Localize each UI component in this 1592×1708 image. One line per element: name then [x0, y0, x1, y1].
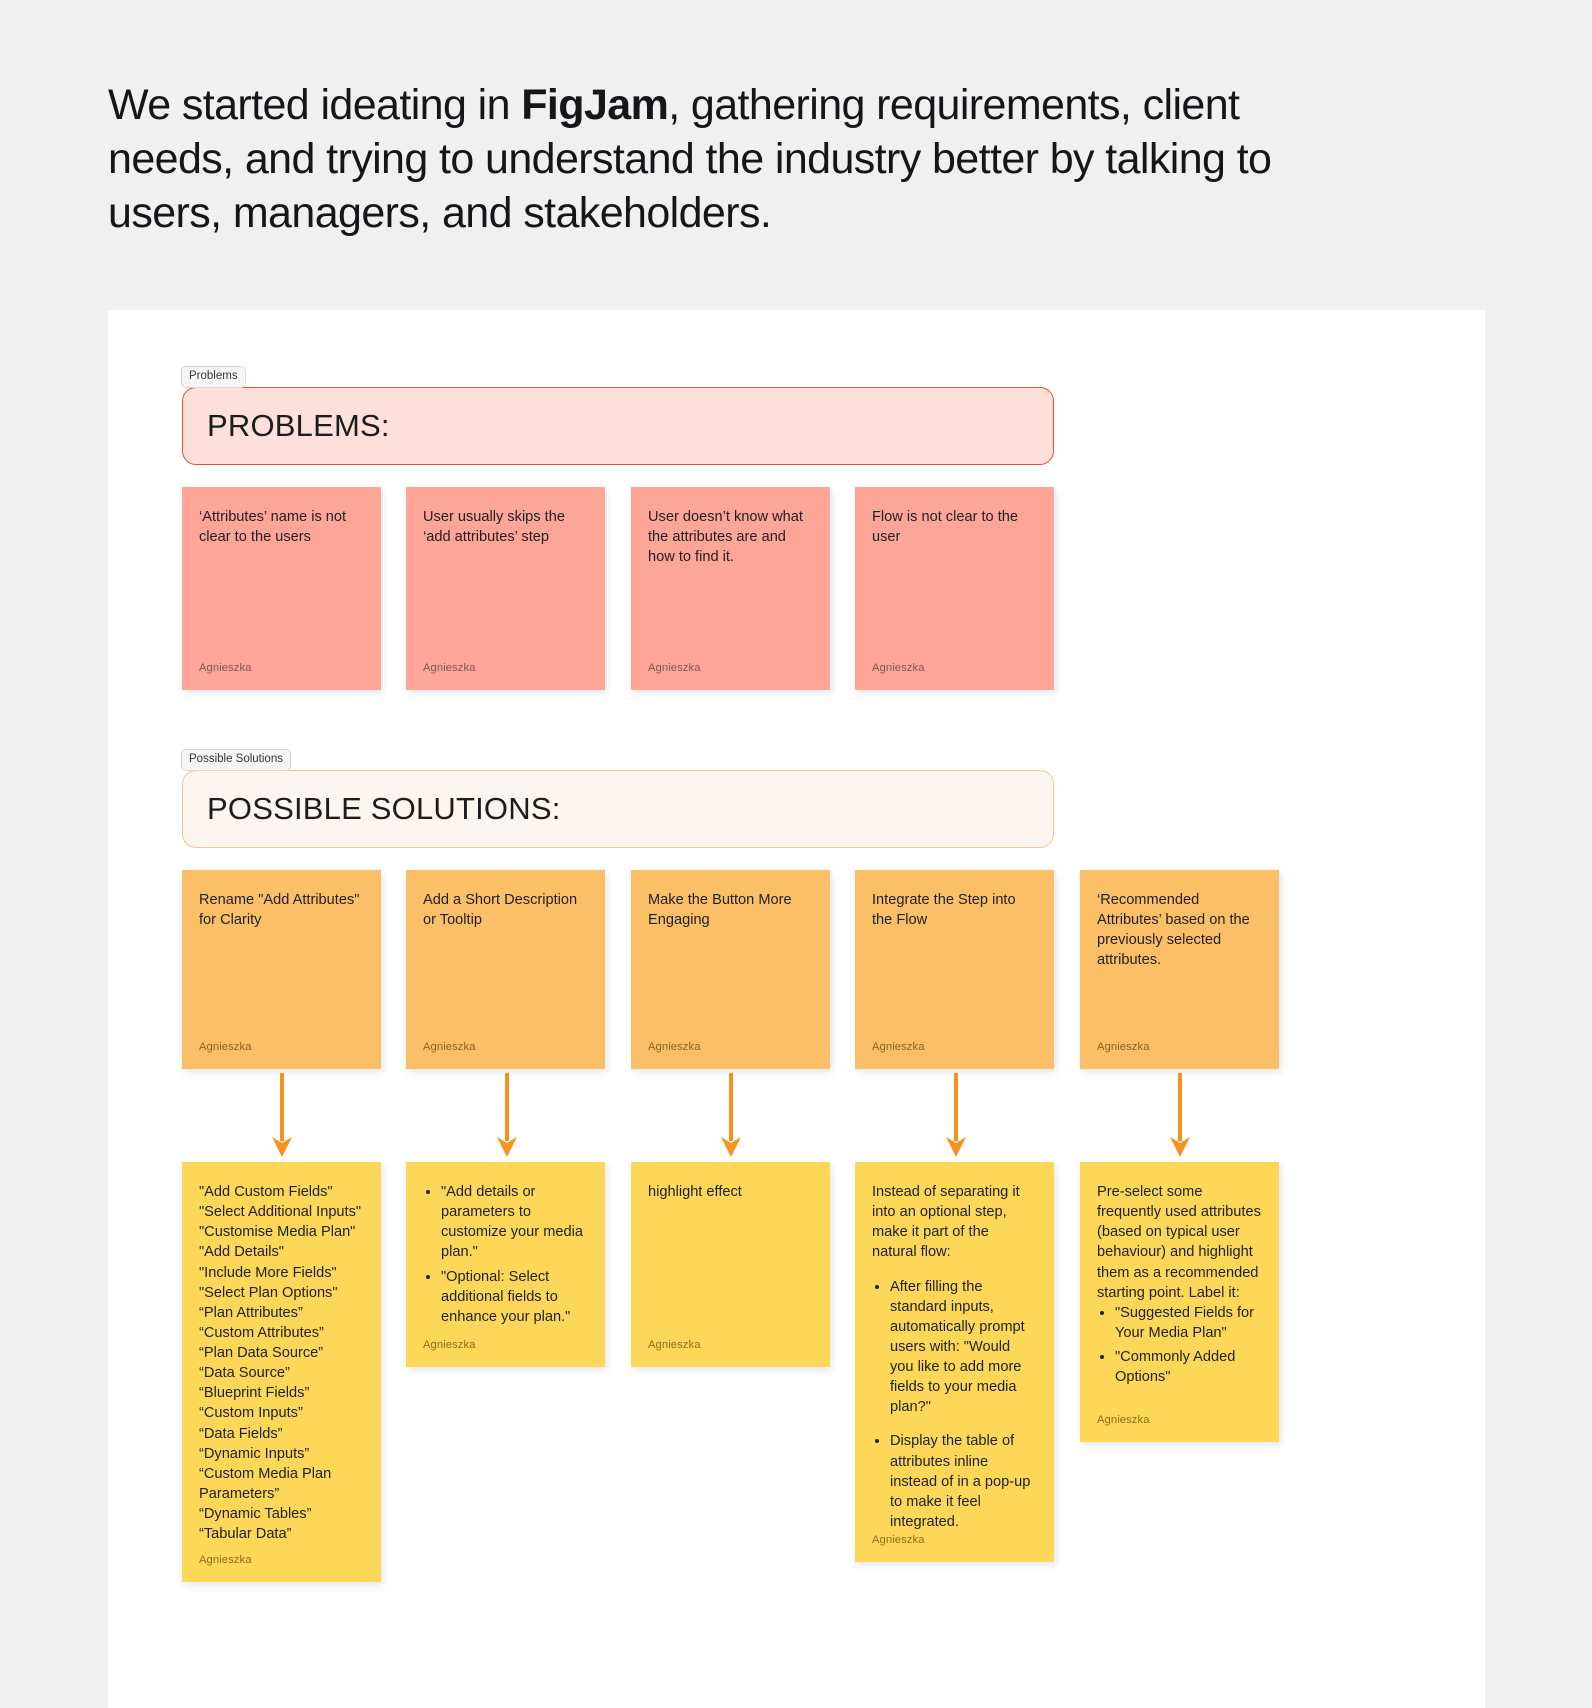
- sticky-note-author: Agnieszka: [872, 661, 925, 674]
- sticky-note-text: ‘Attributes’ name is not clear to the us…: [199, 509, 347, 546]
- sticky-note-text: ‘Recommended Attributes’ based on the pr…: [1097, 892, 1250, 969]
- sticky-note-author: Agnieszka: [1097, 1413, 1150, 1426]
- arrow-down-icon: [718, 1073, 744, 1159]
- sticky-note-author: Agnieszka: [423, 1338, 476, 1351]
- page-title: We started ideating in FigJam, gathering…: [108, 78, 1358, 241]
- sticky-note-author: Agnieszka: [872, 1533, 925, 1546]
- sticky-note-author: Agnieszka: [199, 1553, 252, 1566]
- frame-label-solutions[interactable]: Possible Solutions: [181, 749, 291, 771]
- sticky-note-intro-text: Instead of separating it into an optiona…: [872, 1184, 1020, 1261]
- sticky-note-solution[interactable]: Add a Short Description or Tooltip Agnie…: [406, 870, 605, 1069]
- arrow-down-icon: [269, 1073, 295, 1159]
- sticky-note-solution[interactable]: Make the Button More Engaging Agnieszka: [631, 870, 830, 1069]
- section-title-solutions: POSSIBLE SOLUTIONS:: [207, 791, 561, 826]
- sticky-note-button-ideas[interactable]: highlight effect Agnieszka: [631, 1162, 830, 1367]
- arrow-down-icon: [494, 1073, 520, 1159]
- sticky-note-naming-ideas[interactable]: "Add Custom Fields" "Select Additional I…: [182, 1162, 381, 1582]
- sticky-note-solution[interactable]: Integrate the Step into the Flow Agniesz…: [855, 870, 1054, 1069]
- intro-text-before: We started ideating in: [108, 81, 522, 129]
- section-title-problems: PROBLEMS:: [207, 408, 390, 443]
- sticky-note-author: Agnieszka: [199, 661, 252, 674]
- section-frame-problems[interactable]: Problems PROBLEMS:: [181, 366, 1054, 465]
- sticky-note-text: highlight effect: [648, 1184, 742, 1200]
- sticky-note-author: Agnieszka: [648, 1040, 701, 1053]
- sticky-note-bullet-list: "Add details or parameters to customize …: [423, 1182, 588, 1327]
- sticky-note-tooltip-ideas[interactable]: "Add details or parameters to customize …: [406, 1162, 605, 1367]
- sticky-note-text: Rename "Add Attributes" for Clarity: [199, 892, 360, 929]
- sticky-note-author: Agnieszka: [872, 1040, 925, 1053]
- sticky-note-text: Integrate the Step into the Flow: [872, 892, 1016, 929]
- figjam-canvas[interactable]: Problems PROBLEMS: ‘Attributes’ name is …: [108, 310, 1485, 1708]
- list-item: Display the table of attributes inline i…: [890, 1431, 1037, 1532]
- list-item: "Optional: Select additional fields to e…: [441, 1267, 588, 1327]
- sticky-note-author: Agnieszka: [199, 1040, 252, 1053]
- sticky-note-problem[interactable]: User doesn’t know what the attributes ar…: [631, 487, 830, 690]
- sticky-note-recommended-ideas[interactable]: Pre-select some frequently used attribut…: [1080, 1162, 1279, 1442]
- sticky-note-flow-ideas[interactable]: Instead of separating it into an optiona…: [855, 1162, 1054, 1562]
- arrow-down-icon: [943, 1073, 969, 1159]
- sticky-note-text: Make the Button More Engaging: [648, 892, 792, 929]
- list-item: "Suggested Fields for Your Media Plan": [1115, 1303, 1262, 1343]
- sticky-note-author: Agnieszka: [648, 661, 701, 674]
- sticky-note-text: "Add Custom Fields" "Select Additional I…: [199, 1184, 362, 1543]
- intro-text-bold: FigJam: [521, 81, 669, 129]
- sticky-note-author: Agnieszka: [423, 661, 476, 674]
- sticky-note-solution[interactable]: Rename "Add Attributes" for Clarity Agni…: [182, 870, 381, 1069]
- sticky-note-text: Add a Short Description or Tooltip: [423, 892, 578, 929]
- sticky-note-problem[interactable]: Flow is not clear to the user Agnieszka: [855, 487, 1054, 690]
- sticky-note-author: Agnieszka: [423, 1040, 476, 1053]
- sticky-note-intro-text: Pre-select some frequently used attribut…: [1097, 1184, 1261, 1301]
- sticky-note-text: User usually skips the ‘add attributes’ …: [423, 509, 565, 546]
- list-item: "Add details or parameters to customize …: [441, 1182, 588, 1263]
- sticky-note-text: User doesn’t know what the attributes ar…: [648, 509, 803, 566]
- sticky-note-problem[interactable]: ‘Attributes’ name is not clear to the us…: [182, 487, 381, 690]
- sticky-note-solution[interactable]: ‘Recommended Attributes’ based on the pr…: [1080, 870, 1279, 1069]
- sticky-note-author: Agnieszka: [1097, 1040, 1150, 1053]
- list-item: After filling the standard inputs, autom…: [890, 1277, 1037, 1418]
- sticky-note-problem[interactable]: User usually skips the ‘add attributes’ …: [406, 487, 605, 690]
- sticky-note-author: Agnieszka: [648, 1338, 701, 1351]
- sticky-note-bullet-list: "Suggested Fields for Your Media Plan" "…: [1097, 1303, 1262, 1388]
- frame-label-problems[interactable]: Problems: [181, 366, 246, 388]
- intro-text-after: , gathering requirements, client needs, …: [108, 81, 1272, 238]
- sticky-note-text: Flow is not clear to the user: [872, 509, 1019, 546]
- sticky-note-bullet-list: After filling the standard inputs, autom…: [872, 1277, 1037, 1533]
- section-frame-solutions[interactable]: Possible Solutions POSSIBLE SOLUTIONS:: [181, 749, 1054, 848]
- arrow-down-icon: [1167, 1073, 1193, 1159]
- list-item: "Commonly Added Options": [1115, 1347, 1262, 1387]
